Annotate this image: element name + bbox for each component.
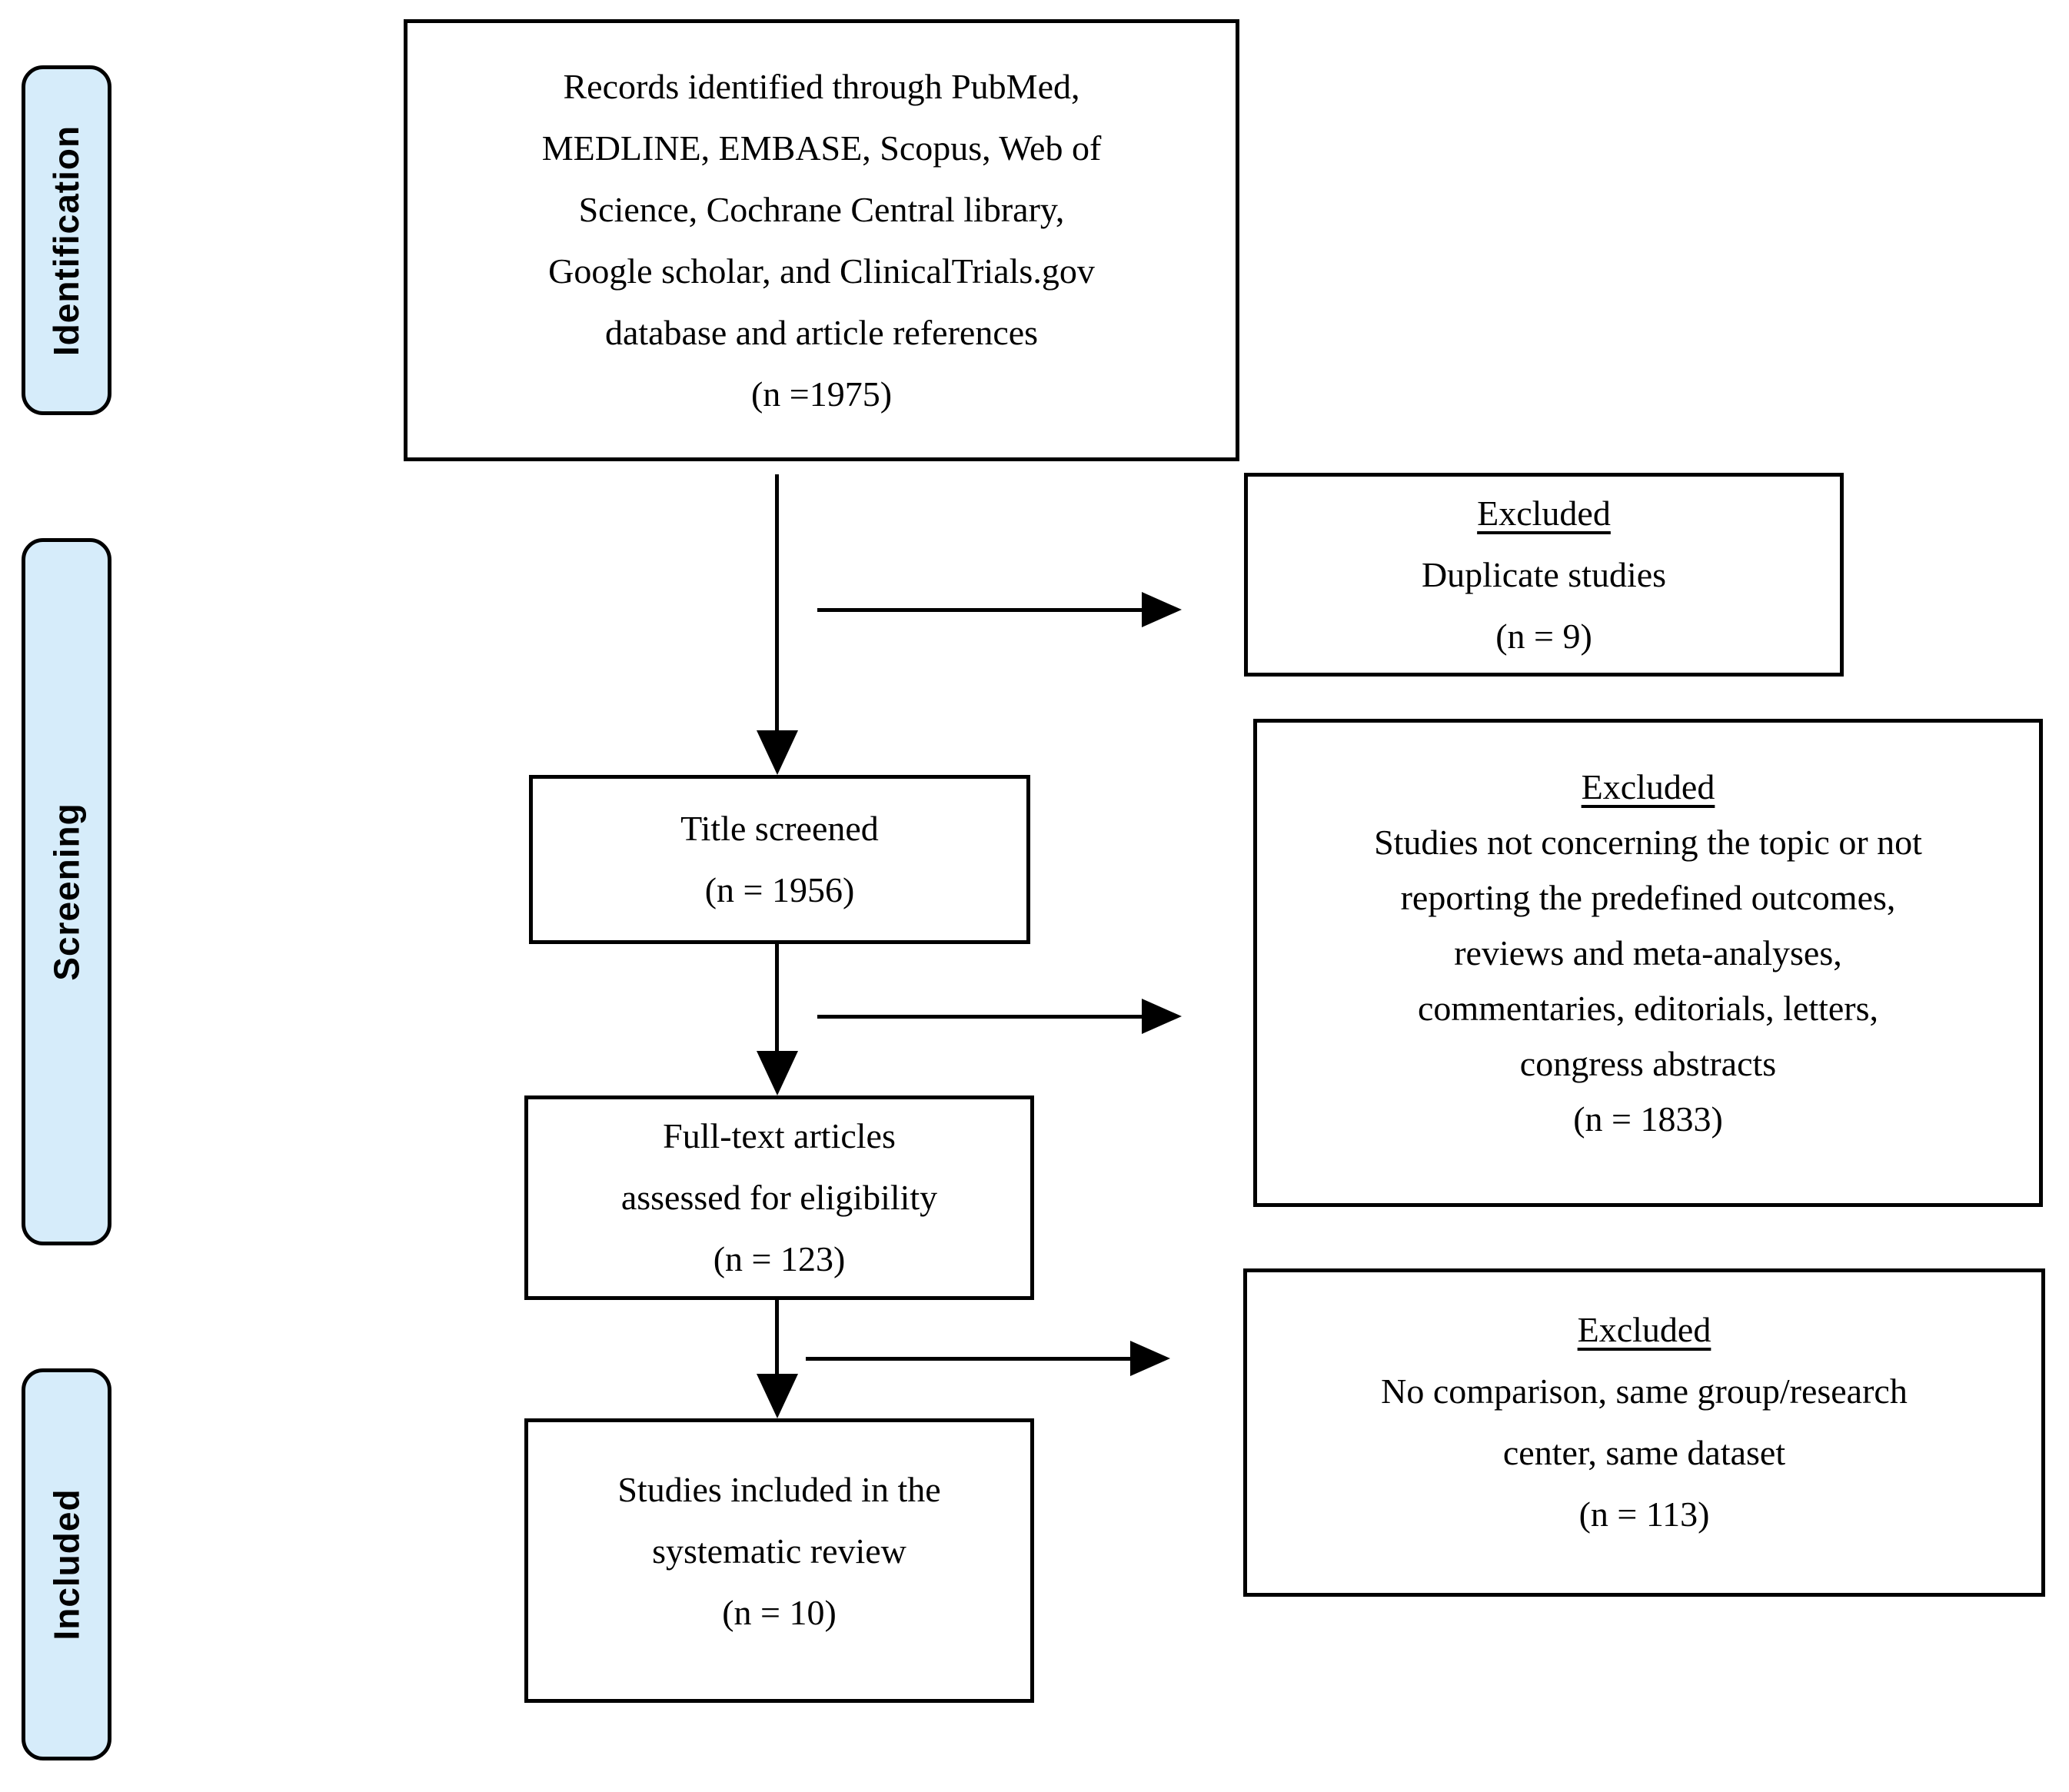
excluded-offtopic-line: congress abstracts [1519,1044,1777,1083]
arrow-line [817,1015,1142,1019]
excluded-offtopic-count: (n = 1833) [1573,1099,1723,1139]
box-excluded-duplicates: Excluded Duplicate studies (n = 9) [1244,473,1844,677]
excluded-title: Excluded [1477,493,1611,533]
records-line: Records identified through PubMed, [563,66,1080,106]
full-text-line: Full-text articles [663,1116,896,1155]
records-line: MEDLINE, EMBASE, Scopus, Web of [541,128,1102,168]
arrow-head-down-icon [757,730,798,775]
studies-included-line: systematic review [652,1531,906,1571]
arrow-line [775,944,779,1053]
excluded-title: Excluded [1581,767,1715,806]
title-screened-count: (n = 1956) [704,870,855,909]
arrow-line [775,1300,779,1376]
excluded-offtopic-line: reviews and meta-analyses, [1454,933,1842,972]
stage-screening: Screening [22,538,111,1245]
full-text-count: (n = 123) [713,1239,846,1278]
arrow-head-down-icon [757,1374,798,1418]
box-title-screened: Title screened (n = 1956) [529,775,1030,944]
full-text-line: assessed for eligibility [620,1178,938,1217]
excluded-offtopic-line: Studies not concerning the topic or not [1374,823,1922,862]
box-excluded-offtopic: Excluded Studies not concerning the topi… [1253,719,2043,1207]
arrow-head-down-icon [757,1051,798,1095]
records-line: database and article references [604,312,1039,352]
excluded-offtopic-line: reporting the predefined outcomes, [1400,878,1896,917]
excluded-title: Excluded [1577,1310,1711,1349]
box-full-text-assessed: Full-text articles assessed for eligibil… [524,1095,1034,1300]
stage-identification: Identification [22,65,111,415]
excluded-no-comparison-count: (n = 113) [1578,1494,1710,1534]
arrow-line [817,608,1142,612]
arrow-line [775,474,779,733]
records-line: Google scholar, and ClinicalTrials.gov [548,251,1095,291]
arrow-head-right-icon [1130,1341,1170,1376]
stage-screening-label: Screening [46,803,87,981]
stage-included-label: Included [46,1488,87,1641]
box-excluded-no-comparison: Excluded No comparison, same group/resea… [1243,1268,2045,1597]
title-screened-line: Title screened [680,809,879,848]
stage-identification-label: Identification [46,125,87,356]
box-records-identified: Records identified through PubMed, MEDLI… [404,19,1239,461]
excluded-no-comparison-line: No comparison, same group/research [1381,1371,1908,1411]
studies-included-line: Studies included in the [617,1470,941,1509]
excluded-offtopic-line: commentaries, editorials, letters, [1417,989,1879,1028]
excluded-duplicates-line: Duplicate studies [1421,554,1667,594]
excluded-no-comparison-line: center, same dataset [1502,1433,1786,1472]
studies-included-count: (n = 10) [722,1593,837,1632]
arrow-head-right-icon [1142,592,1182,627]
box-studies-included: Studies included in the systematic revie… [524,1418,1034,1703]
arrow-head-right-icon [1142,999,1182,1034]
arrow-line [806,1357,1130,1361]
records-line: Science, Cochrane Central library, [578,189,1065,229]
stage-included: Included [22,1368,111,1760]
records-count: (n =1975) [750,374,893,414]
excluded-duplicates-count: (n = 9) [1495,616,1592,656]
